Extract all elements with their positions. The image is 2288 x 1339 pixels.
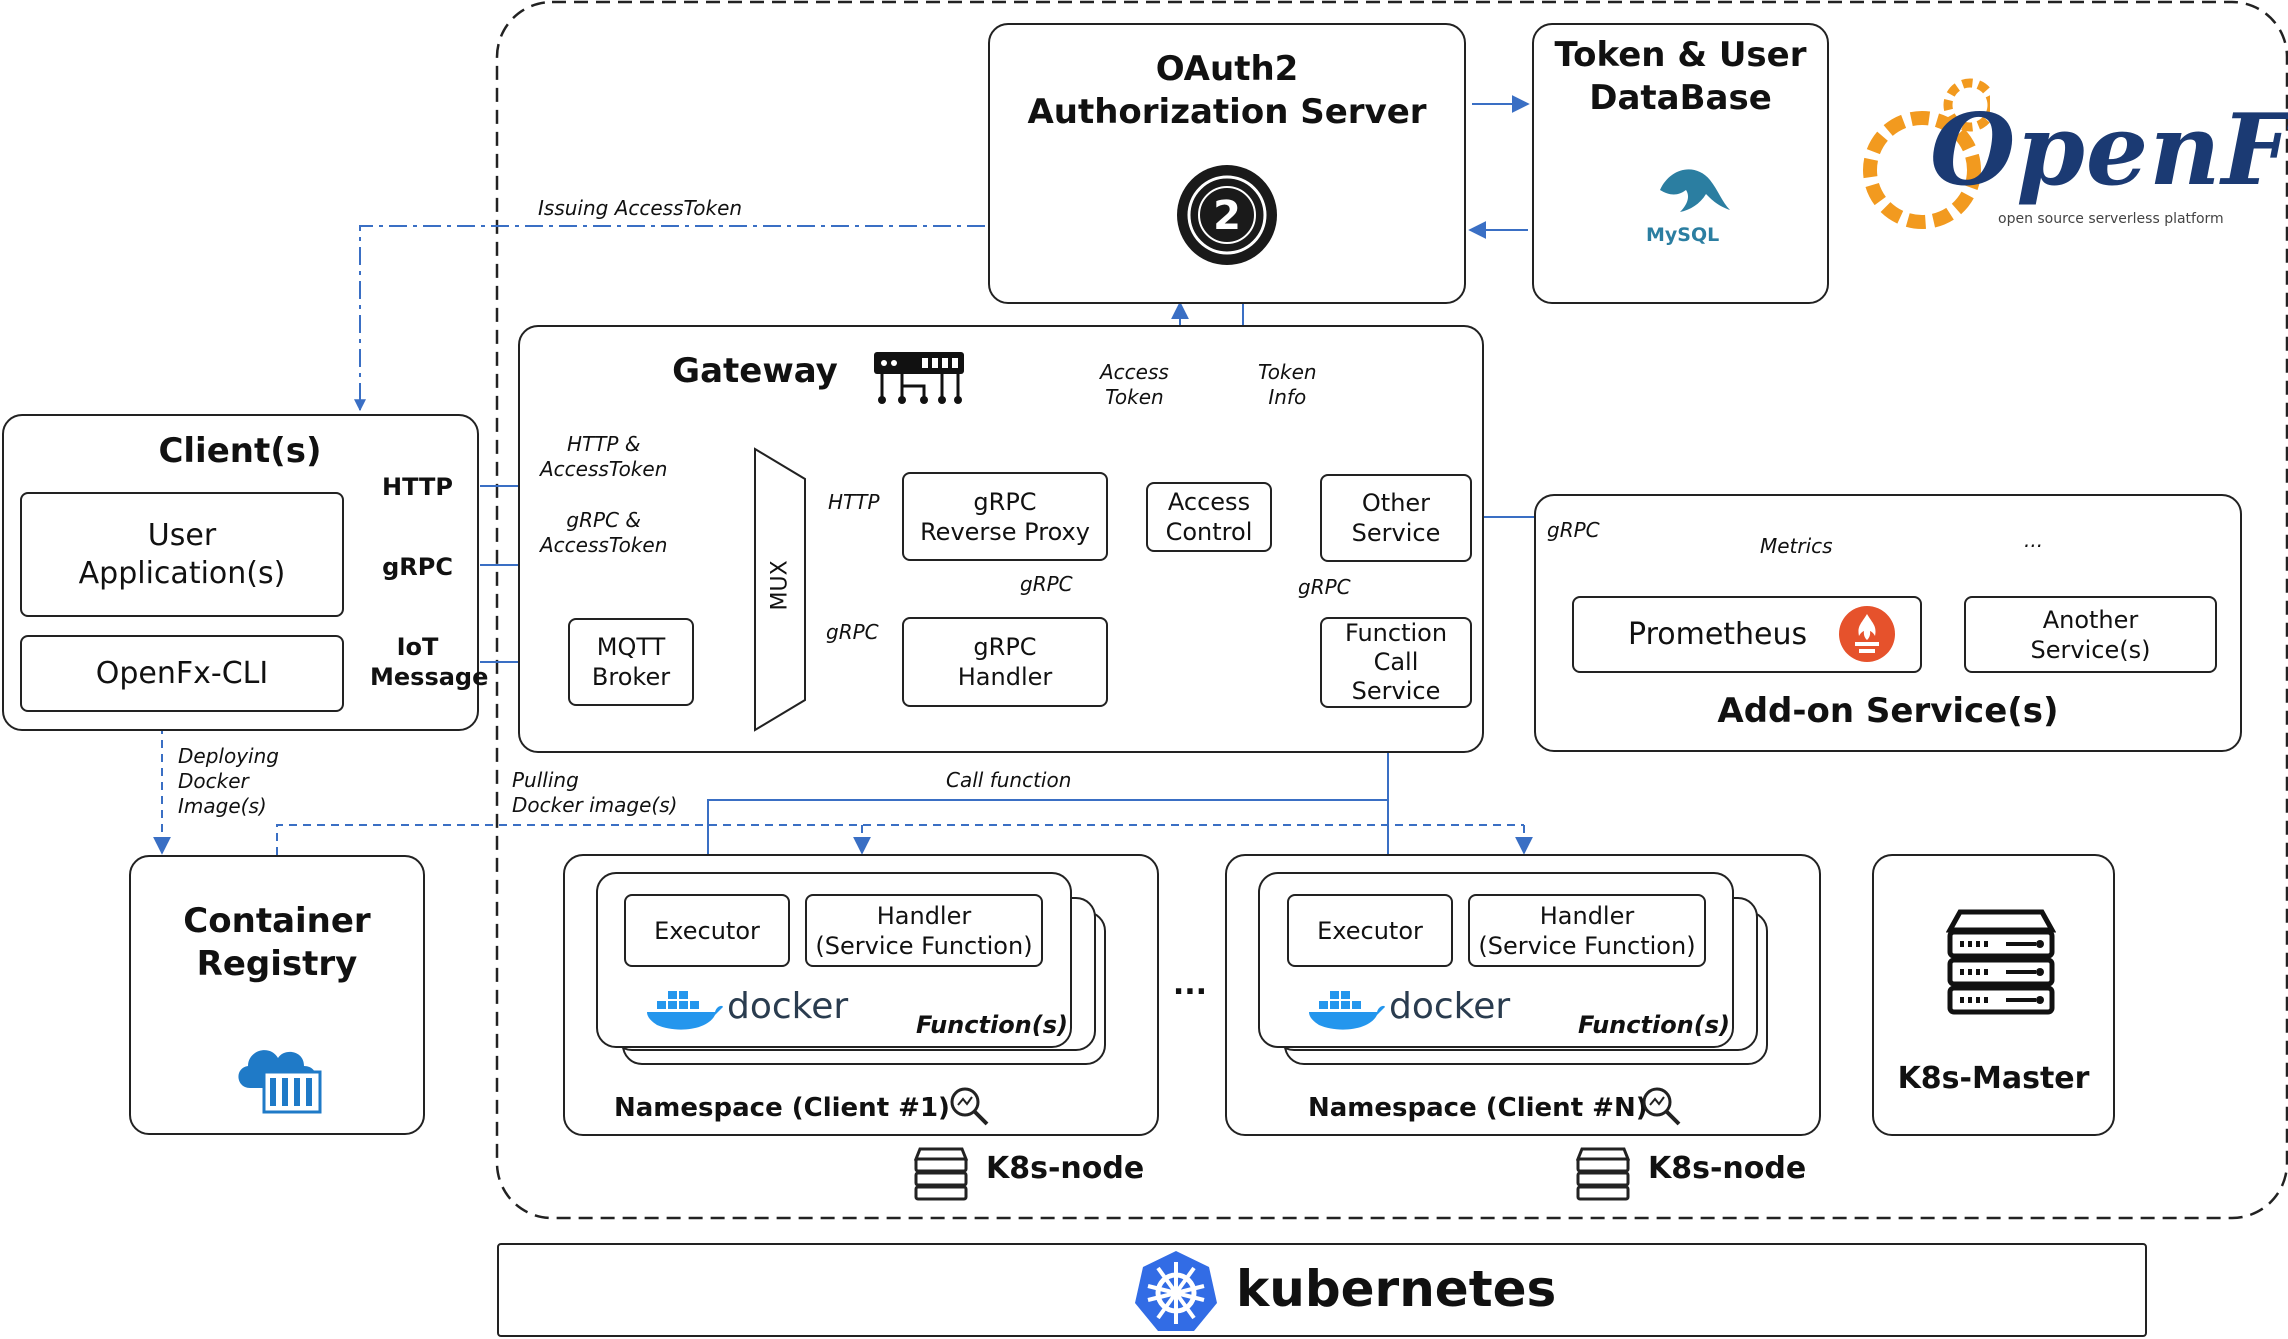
registry-cloud-icon	[230, 1036, 330, 1120]
k8s-master[interactable]	[1872, 854, 2115, 1136]
functions-label-n: Function(s)	[1578, 1011, 1730, 1039]
gateway-title: Gateway	[672, 351, 838, 391]
docker-logo-n	[1307, 985, 1387, 1039]
executor-n[interactable]: Executor	[1287, 894, 1453, 967]
namespace-n-label: Namespace (Client #N)	[1308, 1093, 1648, 1123]
docker-wordmark-1: docker	[727, 986, 849, 1027]
docker-logo-1	[645, 985, 725, 1039]
mux-label: MUX	[767, 560, 793, 611]
addon-title: Add-on Service(s)	[1717, 691, 2059, 731]
k8s-master-server-icon	[1945, 906, 2057, 1020]
edge-http-token: HTTP &AccessToken	[540, 432, 668, 481]
magnifier-icon-1	[948, 1085, 990, 1131]
magnifier-icon-n	[1640, 1085, 1682, 1131]
mysql-label: MySQL	[1646, 224, 1720, 246]
oauth2-logo-icon: 2	[1175, 163, 1279, 271]
edge-proxy-grpc: gRPC	[1020, 572, 1073, 596]
executor-1[interactable]: Executor	[624, 894, 790, 967]
edge-mux-http: HTTP	[828, 490, 880, 514]
edge-fcs-grpc: gRPC	[1298, 575, 1351, 599]
edge-metrics: Metrics	[1760, 534, 1833, 558]
docker-wordmark-n: docker	[1389, 986, 1511, 1027]
edge-other-grpc: gRPC	[1547, 518, 1600, 542]
edge-issuing-token: Issuing AccessToken	[538, 196, 743, 220]
server-icon-node-1	[913, 1145, 969, 1205]
openfx-cli[interactable]: OpenFx-CLI	[20, 635, 344, 712]
gateway-switch-icon	[872, 350, 966, 414]
edge-call-function: Call function	[946, 768, 1072, 792]
oauth2-badge: 2	[1213, 193, 1241, 239]
server-icon-node-n	[1575, 1145, 1631, 1205]
namespace-1-label: Namespace (Client #1)	[614, 1093, 950, 1123]
protocol-http: HTTP	[382, 473, 453, 501]
functions-label-1: Function(s)	[916, 1011, 1068, 1039]
kubernetes-logo-icon	[1133, 1248, 1219, 1338]
protocol-grpc: gRPC	[382, 553, 453, 581]
openfx-logo: OpenFx open source serverless platform	[1860, 75, 2288, 235]
k8s-node-n-label: K8s-node	[1648, 1151, 1807, 1186]
cluster-boundary	[495, 0, 2288, 1220]
openfx-logo-text: OpenFx	[1930, 93, 2288, 208]
openfx-tagline: open source serverless platform	[1998, 211, 2224, 227]
kubernetes-label: kubernetes	[1236, 1260, 1557, 1318]
edge-grpc-token: gRPC &AccessToken	[540, 508, 668, 557]
k8s-node-1-label: K8s-node	[986, 1151, 1145, 1186]
prometheus-icon	[1837, 604, 1897, 668]
mysql-logo-icon: MySQL	[1640, 160, 1740, 250]
service-function-handler-1[interactable]: Handler(Service Function)	[805, 894, 1043, 967]
token-user-database[interactable]	[1532, 23, 1829, 304]
clients-title: Client(s)	[158, 431, 322, 471]
k8s-master-title: K8s-Master	[1897, 1061, 2090, 1096]
service-function-handler-n[interactable]: Handler(Service Function)	[1468, 894, 1706, 967]
edge-more: ...	[2024, 528, 2044, 552]
edge-mux-grpc: gRPC	[826, 620, 879, 644]
mux[interactable]	[753, 447, 807, 736]
kubernetes-platform	[497, 1243, 2147, 1337]
nodes-ellipsis: ...	[1172, 967, 1208, 1002]
